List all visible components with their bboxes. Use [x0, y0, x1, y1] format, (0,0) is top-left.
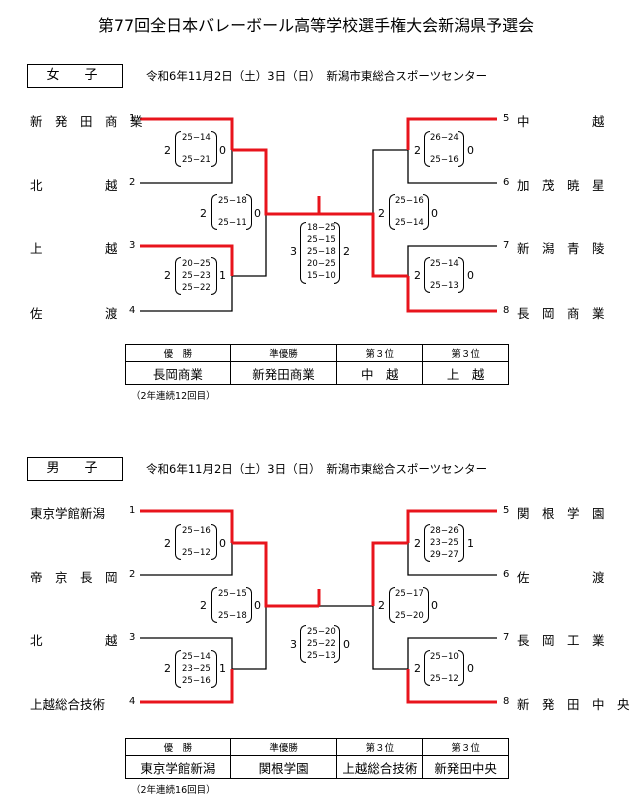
team-name: 新 発 田 中 央 [517, 697, 630, 712]
team-seed: 3 [129, 240, 136, 251]
team-name: 上 越 [30, 241, 118, 256]
champion: 長岡商業 [125, 361, 231, 385]
team-seed: 6 [503, 569, 510, 580]
team-seed: 4 [129, 696, 136, 707]
runner-up: 新発田商業 [229, 361, 338, 385]
team-seed: 1 [129, 113, 136, 124]
team-seed: 8 [503, 305, 510, 316]
third-place: 中 越 [336, 361, 424, 385]
team-seed: 8 [503, 696, 510, 707]
team-name: 加 茂 暁 星 [517, 178, 605, 193]
team-name: 帝 京 長 岡 [30, 570, 118, 585]
team-seed: 5 [503, 113, 510, 124]
champion: 東京学館新潟 [125, 755, 231, 779]
third-place: 上越総合技術 [336, 755, 424, 779]
team-seed: 6 [503, 177, 510, 188]
team-name: 北 越 [30, 178, 118, 193]
champion-note: （2年連続16回目） [131, 785, 216, 796]
team-seed: 7 [503, 240, 510, 251]
category-label: 女 子 [27, 64, 123, 88]
team-seed: 3 [129, 632, 136, 643]
team-name: 関 根 学 園 [517, 506, 605, 521]
third-place: 新発田中央 [422, 755, 509, 779]
runner-up: 関根学園 [229, 755, 338, 779]
results-table: 優 勝 準優勝 第３位 第３位 東京学館新潟 関根学園 上越総合技術 新発田中央 [125, 738, 509, 779]
team-name: 長 岡 商 業 [517, 306, 605, 321]
results-table: 優 勝 準優勝 第３位 第３位 長岡商業 新発田商業 中 越 上 越 [125, 344, 509, 385]
team-name: 北 越 [30, 633, 118, 648]
team-seed: 4 [129, 305, 136, 316]
team-name: 佐 渡 [30, 306, 118, 321]
champion-note: （2年連続12回目） [131, 391, 216, 402]
team-name: 上越総合技術 [30, 697, 106, 712]
category-label: 男 子 [27, 457, 123, 481]
team-seed: 1 [129, 505, 136, 516]
event-info: 令和6年11月2日（土）3日（日） 新潟市東総合スポーツセンター [146, 462, 488, 476]
third-place: 上 越 [422, 361, 509, 385]
team-name: 東京学館新潟 [30, 506, 106, 521]
team-name: 中 越 [517, 114, 605, 129]
team-name: 新 発 田 商 業 [30, 114, 143, 129]
team-name: 新 潟 青 陵 [517, 241, 605, 256]
team-seed: 7 [503, 632, 510, 643]
team-seed: 2 [129, 177, 136, 188]
team-name: 長 岡 工 業 [517, 633, 605, 648]
team-seed: 2 [129, 569, 136, 580]
event-info: 令和6年11月2日（土）3日（日） 新潟市東総合スポーツセンター [146, 69, 488, 83]
team-seed: 5 [503, 505, 510, 516]
page-title: 第77回全日本バレーボール高等学校選手権大会新潟県予選会 [97, 16, 535, 35]
team-name: 佐 渡 [517, 570, 605, 585]
